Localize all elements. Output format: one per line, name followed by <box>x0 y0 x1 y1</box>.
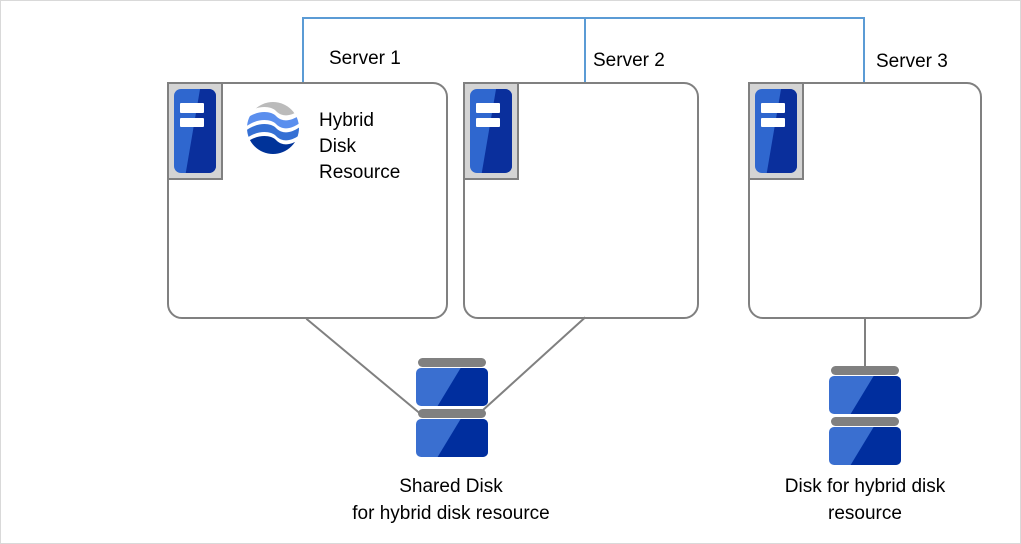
hybrid-resource-line-2: Disk <box>319 136 356 157</box>
disk-cap-bottom <box>831 417 899 426</box>
machine-bar-bottom <box>179 117 205 127</box>
hybrid-resource-line-1: Hybrid <box>319 110 374 131</box>
server-2-label: Server 2 <box>593 50 665 71</box>
connector-server2-to-shared-disk <box>479 316 586 414</box>
disk-platter-bottom <box>829 427 901 465</box>
disk-platter-bottom <box>416 419 488 457</box>
network-bus-horizontal <box>302 17 865 19</box>
server-2-machine-icon <box>463 82 519 180</box>
disk-cap-top <box>831 366 899 375</box>
disk-platter-top <box>829 376 901 414</box>
shared-disk-icon <box>416 358 488 458</box>
machine-bar-top <box>179 103 205 113</box>
network-drop-server-3 <box>863 17 865 83</box>
server-3-label: Server 3 <box>876 51 948 72</box>
machine-bar-bottom <box>760 117 786 127</box>
connector-server3-to-hybrid-disk <box>864 318 866 368</box>
server-3-machine-icon <box>748 82 804 180</box>
hybrid-disk-caption-line-2: resource <box>828 503 902 524</box>
machine-body <box>174 89 216 173</box>
machine-bar-top <box>760 103 786 113</box>
server-1-label: Server 1 <box>329 48 401 69</box>
machine-body <box>470 89 512 173</box>
network-drop-server-1 <box>302 17 304 83</box>
disk-cap-top <box>418 358 486 367</box>
server-1-machine-icon <box>167 82 223 180</box>
shared-disk-caption-line-1: Shared Disk <box>399 476 503 497</box>
hybrid-disk-resource-globe-icon <box>246 101 300 155</box>
network-drop-server-2 <box>584 17 586 83</box>
disk-platter-top <box>416 368 488 406</box>
shared-disk-caption-line-2: for hybrid disk resource <box>352 503 550 524</box>
disk-cap-bottom <box>418 409 486 418</box>
machine-body <box>755 89 797 173</box>
hybrid-resource-line-3: Resource <box>319 162 401 183</box>
machine-bar-top <box>475 103 501 113</box>
hybrid-disk-icon <box>829 366 901 466</box>
connector-server1-to-shared-disk <box>305 318 421 415</box>
hybrid-disk-caption-line-1: Disk for hybrid disk <box>784 476 946 497</box>
machine-bar-bottom <box>475 117 501 127</box>
